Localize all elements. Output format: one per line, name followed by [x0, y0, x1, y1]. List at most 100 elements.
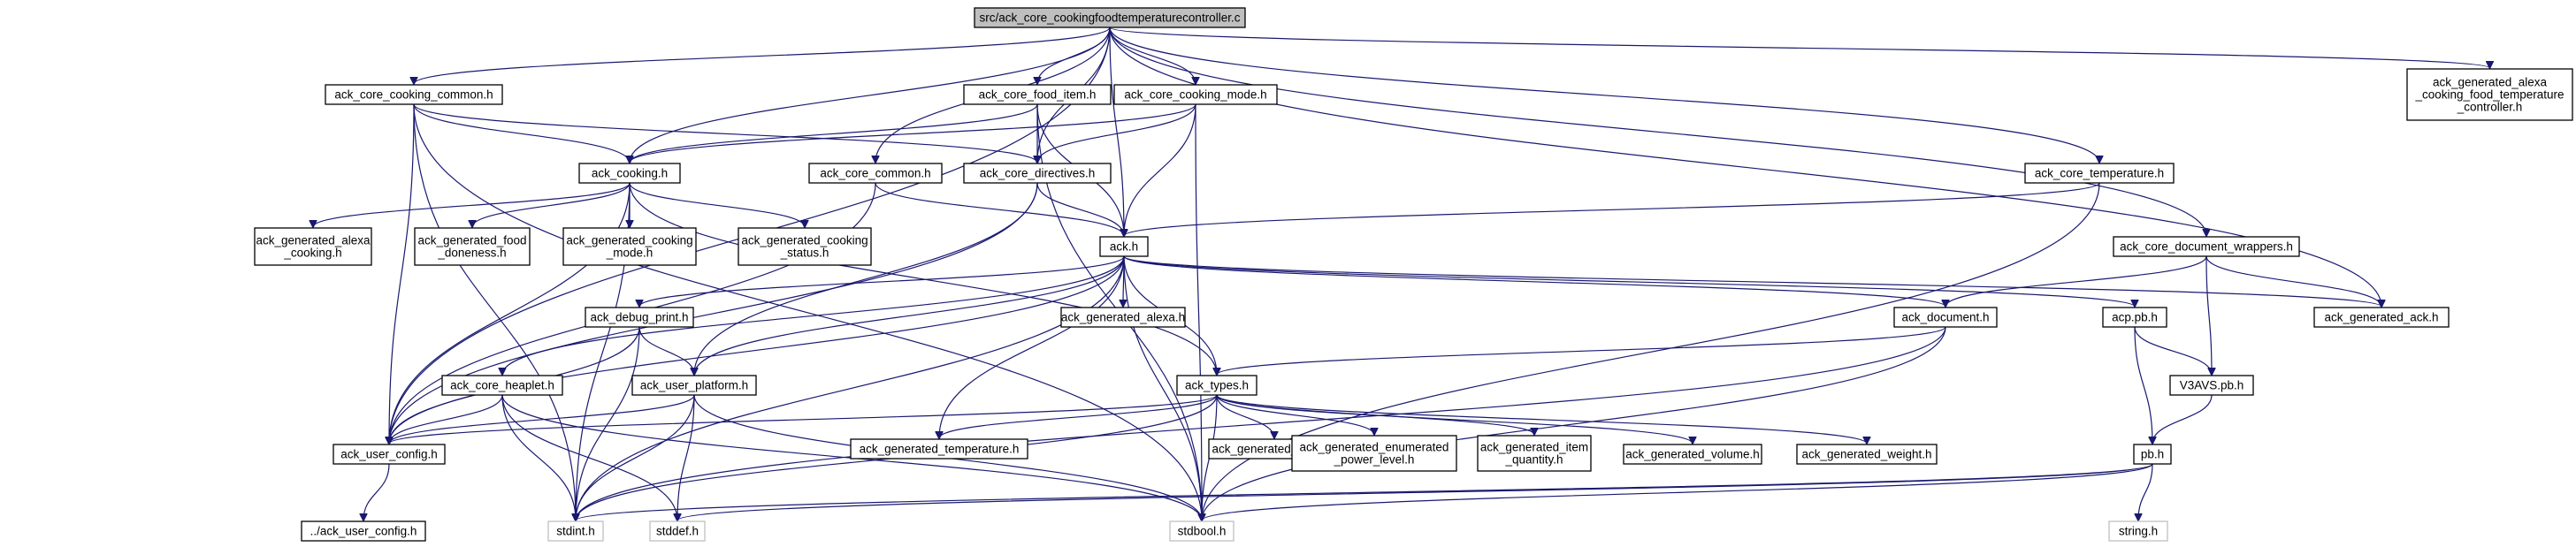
edge-debug_print-to-stdint	[576, 326, 640, 520]
edge-cooking_common-to-cooking	[413, 103, 630, 163]
edge-ack-to-gen_ack	[1123, 255, 2381, 307]
edge-ack-to-acp_pb	[1123, 255, 2135, 307]
node-gen_enum_power[interactable]: ack_generated_enumerated_power_level.h	[1291, 435, 1457, 472]
node-v3avs[interactable]: V3AVS.pb.h	[2169, 375, 2254, 396]
nodes: src/ack_core_cookingfoodtemperaturecontr…	[254, 7, 2573, 542]
node-gen_temperature[interactable]: ack_generated_temperature.h	[850, 438, 1028, 460]
node-box	[1893, 307, 1998, 328]
node-gen_item_qty[interactable]: ack_generated_item_quantity.h	[1477, 435, 1592, 472]
node-gen_ack[interactable]: ack_generated_ack.h	[2313, 307, 2450, 328]
edge-root-to-cooking_mode	[1109, 27, 1196, 84]
node-label: ack_generated_volume.h	[1625, 448, 1760, 461]
node-label: ack_core_cooking_common.h	[334, 88, 493, 102]
node-label: ack_generated_weight.h	[1801, 448, 1931, 461]
node-directives[interactable]: ack_core_directives.h	[963, 163, 1112, 184]
node-label: ../ack_user_config.h	[310, 525, 417, 538]
node-box	[578, 163, 681, 184]
node-core_common[interactable]: ack_core_common.h	[808, 163, 943, 184]
edge-ack-to-document	[1123, 255, 1945, 307]
node-label: stdbool.h	[1178, 525, 1227, 538]
node-temperature[interactable]: ack_core_temperature.h	[2024, 163, 2175, 184]
node-gen_volume[interactable]: ack_generated_volume.h	[1623, 444, 1762, 465]
node-gen_alexa_cftc[interactable]: ack_generated_alexa_cooking_food_tempera…	[2406, 68, 2573, 121]
node-stddef[interactable]: stddef.h	[649, 520, 706, 542]
node-box	[738, 227, 872, 266]
node-box	[333, 444, 446, 465]
node-box	[301, 520, 426, 542]
edge-ack-to-user_platform	[694, 255, 1125, 375]
node-root[interactable]: src/ack_core_cookingfoodtemperaturecontr…	[974, 7, 1246, 28]
edge-types-to-user_config	[389, 394, 1218, 444]
edge-cooking_mode-to-ack	[1124, 103, 1196, 236]
node-label: ack_generated_temperature.h	[860, 443, 1020, 456]
edge-types-to-gen_weight	[1216, 394, 1867, 444]
edge-cooking_common-to-user_config	[389, 103, 415, 444]
node-ack[interactable]: ack.h	[1099, 236, 1149, 257]
node-box	[2113, 236, 2300, 257]
node-label: ack_user_platform.h	[640, 379, 748, 392]
node-document[interactable]: ack_document.h	[1893, 307, 1998, 328]
node-cooking[interactable]: ack_cooking.h	[578, 163, 681, 184]
node-box	[2169, 375, 2254, 396]
node-box	[963, 84, 1112, 105]
node-label: ack_core_directives.h	[980, 167, 1096, 180]
node-box	[2024, 163, 2175, 184]
node-label: stddef.h	[656, 525, 699, 538]
node-label: stdint.h	[556, 525, 595, 538]
edge-cooking_common-to-stdbool	[413, 103, 1202, 520]
node-stdbool[interactable]: stdbool.h	[1169, 520, 1234, 542]
edge-cooking-to-gen_alexa_cooking	[313, 182, 631, 227]
edge-doc_wrappers-to-v3avs	[2205, 255, 2212, 375]
node-food_item[interactable]: ack_core_food_item.h	[963, 84, 1112, 105]
node-acp_pb[interactable]: acp.pb.h	[2102, 307, 2167, 328]
node-box	[1099, 236, 1149, 257]
node-label: ack_core_cooking_mode.h	[1124, 88, 1266, 102]
edge-v3avs-to-pb	[2152, 394, 2213, 444]
edge-temperature-to-ack	[1124, 182, 2100, 236]
node-box	[547, 520, 604, 542]
node-label: ack_generated_enumerated	[1300, 441, 1449, 454]
edge-cooking_common-to-directives	[413, 103, 1037, 163]
node-debug_print[interactable]: ack_debug_print.h	[585, 307, 694, 328]
edge-user_config-to-up_user_config	[363, 463, 390, 520]
node-string[interactable]: string.h	[2108, 520, 2168, 542]
node-box	[2406, 68, 2573, 121]
node-heaplet[interactable]: ack_core_heaplet.h	[441, 375, 563, 396]
node-stdint[interactable]: stdint.h	[547, 520, 604, 542]
edge-acp_pb-to-v3avs	[2134, 326, 2212, 375]
edge-root-to-gen_ack	[1109, 27, 2381, 307]
node-box	[631, 375, 757, 396]
edge-user_platform-to-stdint	[576, 394, 695, 520]
edge-ack-to-debug_print	[639, 255, 1125, 307]
node-label: _cooking_food_temperature	[2414, 88, 2564, 102]
node-box	[2108, 520, 2168, 542]
node-box	[1176, 375, 1257, 396]
node-gen_alexa[interactable]: ack_generated_alexa.h	[1060, 307, 1186, 328]
node-pb[interactable]: pb.h	[2133, 444, 2172, 465]
edge-cooking-to-gen_food_doneness	[472, 182, 631, 227]
node-label: _quantity.h	[1504, 453, 1563, 467]
node-box	[562, 227, 697, 266]
node-label: ack_core_common.h	[820, 167, 930, 180]
node-up_user_config[interactable]: ../ack_user_config.h	[301, 520, 426, 542]
node-gen_food_doneness[interactable]: ack_generated_food_doneness.h	[414, 227, 531, 266]
node-user_config[interactable]: ack_user_config.h	[333, 444, 446, 465]
edge-root-to-temperature	[1109, 27, 2099, 163]
node-label: ack_generated_cooking	[741, 234, 868, 247]
node-box	[325, 84, 503, 105]
edge-types-to-gen_count	[1216, 394, 1274, 438]
node-box	[1623, 444, 1762, 465]
node-doc_wrappers[interactable]: ack_core_document_wrappers.h	[2113, 236, 2300, 257]
node-gen_cooking_status[interactable]: ack_generated_cooking_status.h	[738, 227, 872, 266]
node-box	[1477, 435, 1592, 472]
node-box	[963, 163, 1112, 184]
node-types[interactable]: ack_types.h	[1176, 375, 1257, 396]
node-cooking_mode[interactable]: ack_core_cooking_mode.h	[1113, 84, 1278, 105]
node-user_platform[interactable]: ack_user_platform.h	[631, 375, 757, 396]
node-cooking_common[interactable]: ack_core_cooking_common.h	[325, 84, 503, 105]
node-gen_cooking_mode[interactable]: ack_generated_cooking_mode.h	[562, 227, 697, 266]
edge-doc_wrappers-to-document	[1945, 255, 2207, 307]
node-label: ack_generated_item	[1480, 441, 1588, 454]
node-gen_alexa_cooking[interactable]: ack_generated_alexa_cooking.h	[254, 227, 372, 266]
node-gen_weight[interactable]: ack_generated_weight.h	[1796, 444, 1938, 465]
